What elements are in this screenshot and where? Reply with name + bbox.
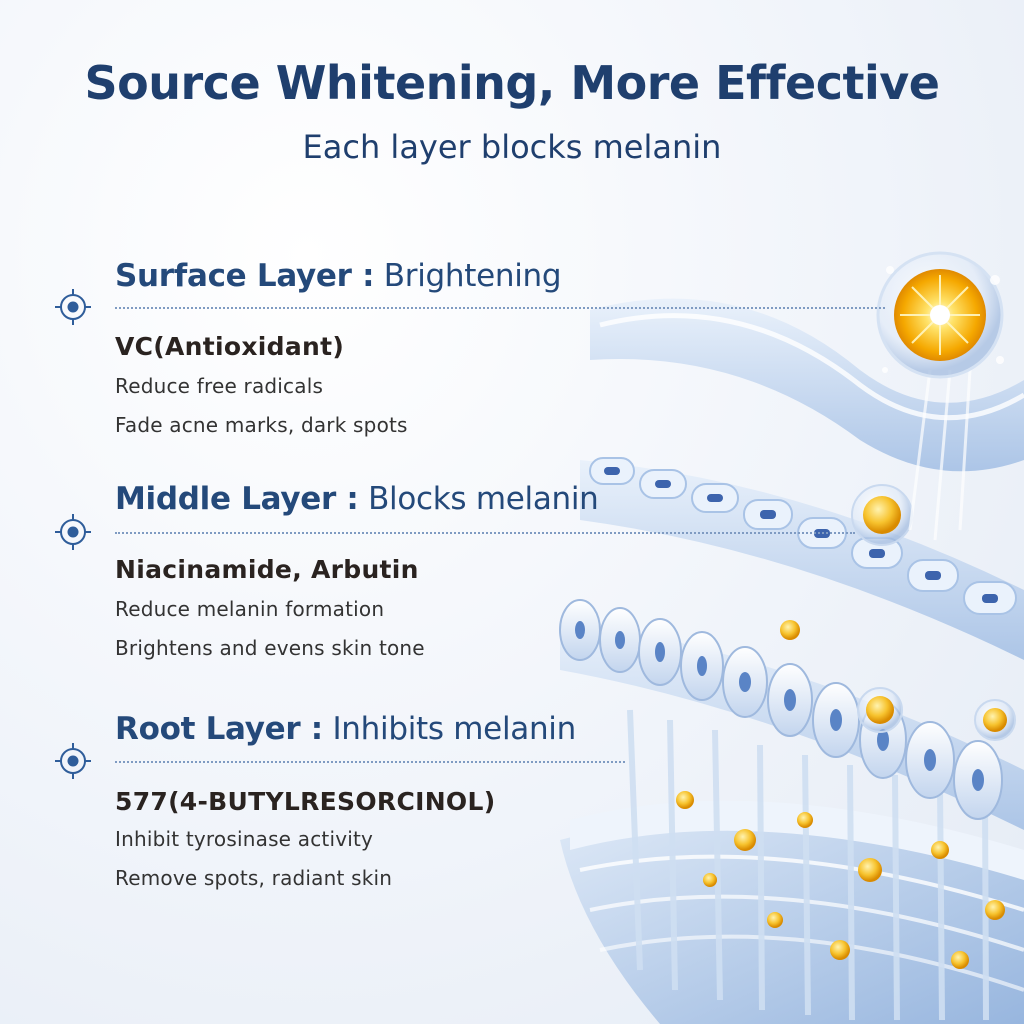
layer-name: Middle Layer : <box>115 481 359 517</box>
benefit-text: Fade acne marks, dark spots <box>115 413 408 437</box>
layer-effect: Brightening <box>383 258 562 294</box>
layer-name: Root Layer : <box>115 711 323 747</box>
root-layer-heading: Root Layer : Inhibits melanin <box>115 711 576 747</box>
page-subtitle: Each layer blocks melanin <box>302 128 722 166</box>
crosshair-target-icon <box>55 743 91 779</box>
surface-layer-section: Surface Layer : Brightening VC(Antioxida… <box>0 258 1024 448</box>
layer-effect: Inhibits melanin <box>332 711 576 747</box>
connector-line <box>115 307 885 309</box>
benefit-text: Brightens and evens skin tone <box>115 636 425 660</box>
layer-effect: Blocks melanin <box>368 481 599 517</box>
connector-line <box>115 761 625 763</box>
ingredient-name: 577(4-BUTYLRESORCINOL) <box>115 787 496 816</box>
layer-name: Surface Layer : <box>115 258 375 294</box>
crosshair-target-icon <box>55 289 91 325</box>
crosshair-target-icon <box>55 514 91 550</box>
ingredient-name: VC(Antioxidant) <box>115 332 345 361</box>
connector-line <box>115 532 855 534</box>
benefit-text: Reduce melanin formation <box>115 597 385 621</box>
benefit-text: Inhibit tyrosinase activity <box>115 827 374 851</box>
skin-layers-illustration <box>559 251 1024 1024</box>
benefit-text: Remove spots, radiant skin <box>115 866 393 890</box>
benefit-text: Reduce free radicals <box>115 374 324 398</box>
page-title: Source Whitening, More Effective <box>84 56 940 110</box>
root-layer-section: Root Layer : Inhibits melanin 577(4-BUTY… <box>0 711 1024 901</box>
middle-layer-heading: Middle Layer : Blocks melanin <box>115 481 599 517</box>
surface-layer-heading: Surface Layer : Brightening <box>115 258 562 294</box>
ingredient-name: Niacinamide, Arbutin <box>115 555 419 584</box>
middle-layer-section: Middle Layer : Blocks melanin Niacinamid… <box>0 481 1024 671</box>
